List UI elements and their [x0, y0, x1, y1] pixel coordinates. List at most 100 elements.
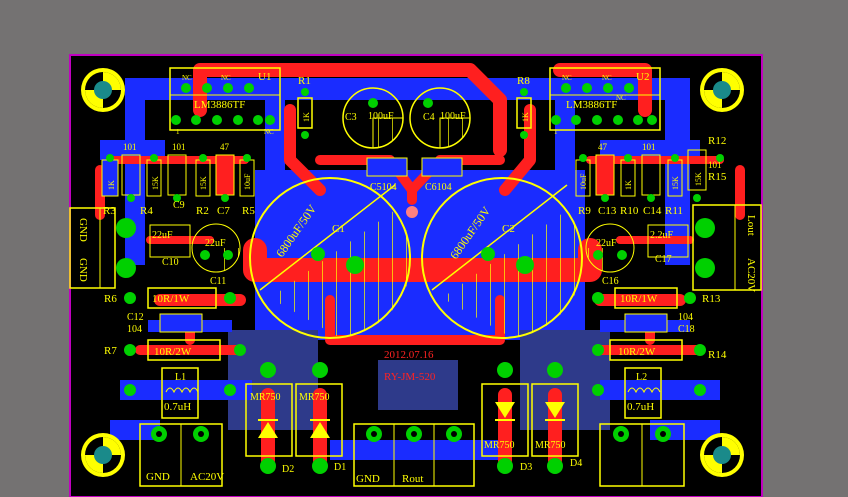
lin-label: GND [77, 218, 89, 242]
ic-u1-nc-3: NC [264, 128, 274, 136]
cap-c5: C5104 [366, 157, 408, 193]
c3-ref: C3 [345, 112, 357, 123]
connector-power: GND Rout [353, 423, 475, 487]
connector-left-output: GND AC20V [139, 423, 224, 487]
r1-label: R1 [298, 75, 311, 87]
mount-hole-br [700, 433, 744, 477]
rot6: 1K [624, 180, 633, 190]
r15-label: R15 [708, 171, 727, 183]
ic-u2-ref: U2 [636, 71, 649, 83]
rot7: 10uF [243, 173, 252, 190]
d2-label: D2 [282, 464, 294, 475]
mounting-holes [81, 68, 744, 477]
ic-u2-nc-3: NC [616, 94, 626, 102]
cap-c12: C12 104 [127, 312, 203, 335]
c17-label: C17 [655, 254, 672, 265]
resistor-r8: R8 1K [516, 75, 532, 139]
c1-ref: C1 [332, 223, 345, 235]
c6-label: C6104 [425, 182, 452, 193]
ic-u2-nc-1: NC [562, 74, 572, 82]
c12-value: 104 [127, 324, 142, 335]
cap22b: 22uF [205, 238, 226, 249]
r2-label: R2 [196, 205, 209, 217]
cap-c3: C3 100uF [342, 87, 404, 149]
c13-label: C13 [598, 205, 617, 217]
c12-label: C12 [127, 312, 144, 323]
c3-value: 100uF [368, 111, 394, 122]
rot5: 15K [694, 172, 703, 186]
resistor-r13: R13 10R/1W [592, 287, 721, 309]
rgnd-label: AC20V [745, 258, 757, 292]
rot4: 15K [671, 176, 680, 190]
cap-c6: C6104 [421, 157, 463, 193]
c7-label: C7 [217, 205, 230, 217]
c18-value: 104 [678, 312, 693, 323]
rot2: 15K [151, 176, 160, 190]
mount-hole-bl [81, 433, 125, 477]
rot8: 10uF [579, 173, 588, 190]
r6-label: R6 [104, 293, 117, 305]
mr2-label: MR750 [299, 392, 330, 403]
c4-ref: C4 [423, 112, 435, 123]
rot1: 1K [107, 180, 116, 190]
inductor-l1: L1 0.7uH [124, 367, 236, 419]
input-caps-right: 22uF C16 2.2uF C17 [585, 223, 689, 287]
r14-label: R14 [708, 349, 727, 361]
mount-hole-tr [700, 68, 744, 112]
l2-label: L2 [636, 372, 647, 383]
d3-label: D3 [520, 462, 532, 473]
lout-label: AC20V [190, 471, 224, 483]
board-model: RY-JM-520 [384, 371, 436, 383]
r7-value: 10R/2W [154, 346, 192, 358]
ic-u1-nc-1: NC [182, 74, 192, 82]
cap22c: 22uF [596, 238, 617, 249]
v101c: 101 [642, 142, 656, 152]
cap-c1: C1 6800uF/50V [249, 177, 412, 339]
d1-label: D1 [334, 462, 346, 473]
c5-label: C5104 [370, 182, 397, 193]
ic-u1-nc-2: NC [221, 74, 231, 82]
c11-label: C11 [210, 276, 226, 287]
rot3: 15K [199, 176, 208, 190]
cap22a: 22uF [152, 230, 173, 241]
ic-u1-ref: U1 [258, 71, 271, 83]
r10-label: R10 [620, 205, 639, 217]
rin-label: Lout [745, 215, 757, 236]
gnd1-label: GND [146, 471, 170, 483]
c4-value: 100uF [440, 111, 466, 122]
ac1-label: GND [356, 473, 380, 485]
c16-label: C16 [602, 276, 619, 287]
connector-right-input: Lout AC20V [692, 204, 762, 292]
diodes-left: MR750 MR750 D2 D1 [245, 362, 346, 475]
l1-value: 0.7uH [164, 401, 191, 413]
resistor-r1: R1 1K [297, 75, 313, 139]
v101a: 101 [123, 142, 137, 152]
input-caps-left: 22uF C10 22uF C11 [149, 223, 241, 287]
c2-ref: C2 [502, 223, 515, 235]
l2-value: 0.7uH [627, 401, 654, 413]
r11-label: R11 [665, 205, 683, 217]
r5-label: R5 [242, 205, 255, 217]
l1-label: L1 [175, 372, 186, 383]
connector-left-input: GND GND [69, 207, 136, 289]
ic-u2-part: LM3886TF [566, 99, 617, 111]
diodes-right: MR750 MR750 D3 D4 [481, 362, 582, 474]
r13-value: 10R/1W [620, 293, 658, 305]
r8-label: R8 [517, 75, 530, 87]
v101d: 101 [708, 160, 722, 170]
gnd2-label: Rout [402, 473, 423, 485]
mount-hole-tl [81, 68, 125, 112]
board-date: 2012.07.16 [384, 349, 434, 361]
resistor-r6: R6 10R/1W [104, 287, 236, 309]
c18-label: C18 [678, 324, 695, 335]
right-small-parts: 47 101 101 R12 R15 10uF 1K 15K 15K R9 C1… [575, 135, 727, 217]
inductor-l2: L2 0.7uH [592, 367, 706, 419]
v47a: 47 [220, 142, 230, 152]
c14-label: C14 [643, 205, 662, 217]
bottom-copper-layer [100, 78, 720, 460]
mr3-label: MR750 [484, 440, 515, 451]
lgnd-label: GND [77, 258, 89, 282]
mr1-label: MR750 [250, 392, 281, 403]
ic-u1-part: LM3886TF [194, 99, 245, 111]
